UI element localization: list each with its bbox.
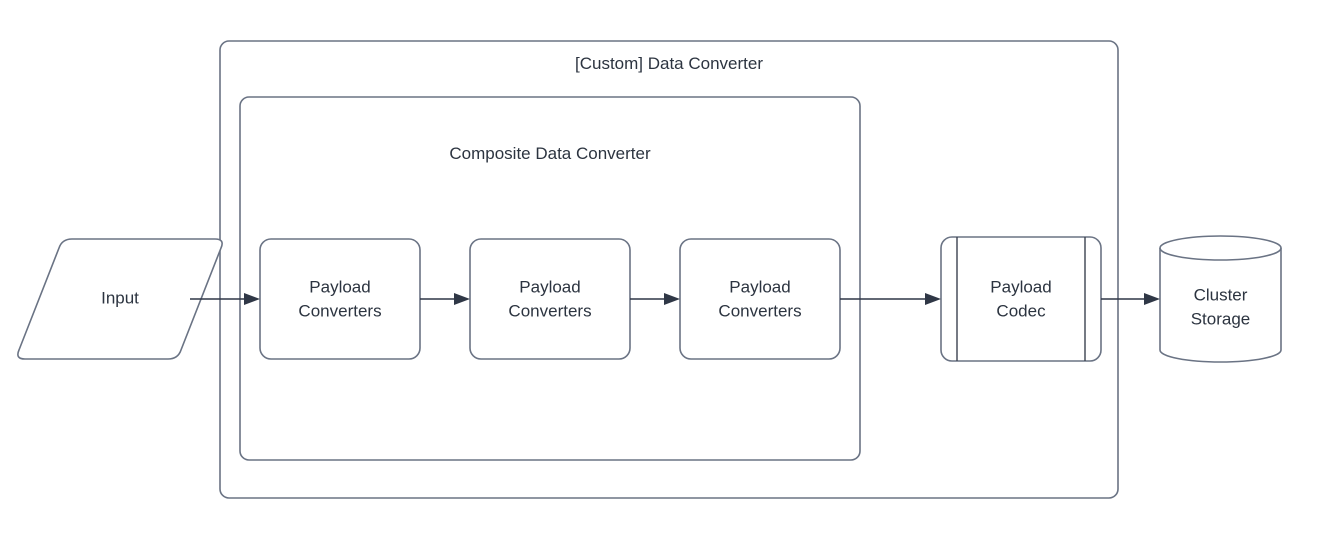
payload-converters-1-label-line1: Payload — [309, 277, 370, 296]
cluster-storage-body[interactable] — [1159, 248, 1282, 363]
input-parallelogram[interactable] — [17, 238, 223, 360]
input-label: Input — [101, 288, 139, 307]
payload-converters-2-label-line2: Converters — [508, 301, 591, 320]
composite-data-converter-label: Composite Data Converter — [449, 144, 651, 163]
edge-pc2-to-pc3-arrowhead — [664, 293, 680, 305]
payload-codec-label-line2: Codec — [996, 301, 1046, 320]
node-cluster-storage[interactable]: Cluster Storage — [1159, 235, 1282, 363]
edge-payload-codec-to-cluster-storage — [1101, 293, 1160, 305]
cluster-storage-label-line1: Cluster — [1194, 285, 1248, 304]
node-payload-converters-3[interactable]: Payload Converters — [679, 238, 841, 360]
payload-codec-box[interactable] — [940, 236, 1102, 362]
payload-converters-3-label-line1: Payload — [729, 277, 790, 296]
edge-payload-converters-2-to-3 — [630, 293, 680, 305]
edge-pc1-to-pc2-arrowhead — [454, 293, 470, 305]
node-payload-converters-2[interactable]: Payload Converters — [469, 238, 631, 360]
cluster-storage-top-ellipse — [1159, 235, 1282, 261]
payload-converters-2-label-line1: Payload — [519, 277, 580, 296]
edge-input-to-payload-converters-1 — [190, 293, 260, 305]
edge-payload-converters-1-to-2 — [420, 293, 470, 305]
custom-data-converter-label: [Custom] Data Converter — [575, 54, 763, 73]
payload-converters-1-box[interactable] — [259, 238, 421, 360]
payload-converters-2-box[interactable] — [469, 238, 631, 360]
node-payload-converters-1[interactable]: Payload Converters — [259, 238, 421, 360]
payload-codec-label-line1: Payload — [990, 277, 1051, 296]
edge-pc3-to-codec-arrowhead — [925, 293, 941, 305]
cluster-storage-label-line2: Storage — [1191, 309, 1251, 328]
node-payload-codec[interactable]: Payload Codec — [940, 236, 1102, 362]
edge-payload-converters-3-to-payload-codec — [840, 293, 941, 305]
payload-converters-3-box[interactable] — [679, 238, 841, 360]
edge-input-to-pc1-arrowhead — [244, 293, 260, 305]
node-input[interactable]: Input — [17, 238, 223, 360]
payload-converters-3-label-line2: Converters — [718, 301, 801, 320]
payload-converters-1-label-line2: Converters — [298, 301, 381, 320]
edge-codec-to-storage-arrowhead — [1144, 293, 1160, 305]
